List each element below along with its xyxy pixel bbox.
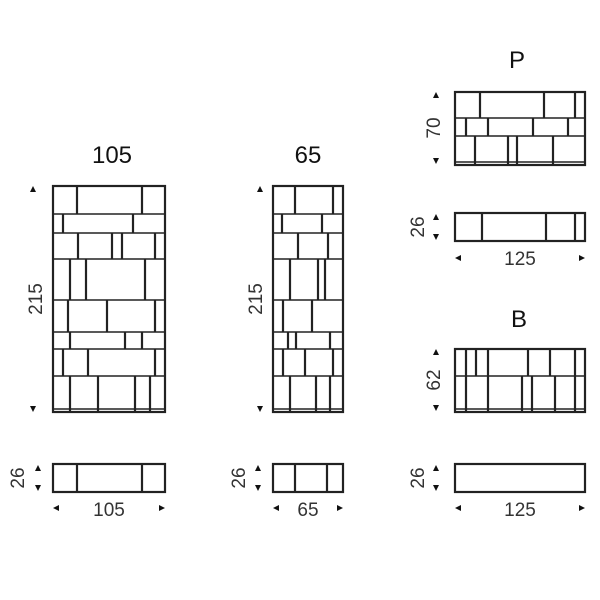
module-p-width-label: 125 [504,249,536,270]
dimension-arrow-down [433,234,439,240]
dimension-arrow-left [53,505,59,511]
module-p-title: P [509,47,525,74]
module-b-depth-label: 26 [408,467,429,488]
dimension-arrow-up [433,214,439,220]
module-65-plan-view [271,462,345,494]
dimension-arrow-right [337,505,343,511]
module-b-plan-view [453,462,587,494]
dimension-arrow-down [433,485,439,491]
module-b: B 62 26 125 [408,306,587,521]
module-105-front-view [51,184,167,414]
module-105-plan-view [51,462,167,494]
module-p-depth-label: 26 [408,216,429,237]
module-65-title: 65 [295,142,322,169]
module-105: 105 [8,142,167,521]
module-105-width-label: 105 [93,500,125,521]
module-105-title: 105 [92,142,132,169]
dimension-arrow-up [257,186,263,192]
module-b-title: B [511,306,527,333]
module-b-front-view [453,347,587,414]
module-65-depth-label: 26 [229,467,250,488]
dimension-arrow-down [255,485,261,491]
dimension-arrow-down [433,158,439,164]
dimension-arrow-left [455,505,461,511]
module-b-width-label: 125 [504,500,536,521]
dimension-arrow-down [35,485,41,491]
dimension-arrow-right [159,505,165,511]
dimension-arrow-up [255,465,261,471]
module-b-height-label: 62 [424,369,445,390]
module-105-depth-label: 26 [8,467,29,488]
dimension-arrow-up [35,465,41,471]
dimension-arrow-up [433,349,439,355]
module-p: P 70 26 [408,47,587,270]
module-105-height-label: 215 [26,283,47,315]
module-65-width-label: 65 [297,500,318,521]
module-p-front-view [453,90,587,167]
module-p-height-label: 70 [424,117,445,138]
module-65: 65 [229,142,345,521]
dimension-arrow-down [257,406,263,412]
dimension-arrow-right [579,255,585,261]
dimension-arrow-left [455,255,461,261]
dimension-arrow-up [433,92,439,98]
dimension-arrow-left [273,505,279,511]
module-65-height-label: 215 [246,283,267,315]
dimension-arrow-right [579,505,585,511]
module-p-plan-view [453,211,587,243]
dimension-arrow-down [30,406,36,412]
dimension-arrow-up [30,186,36,192]
dimension-arrow-down [433,405,439,411]
module-65-front-view [271,184,345,414]
dimension-arrow-up [433,465,439,471]
